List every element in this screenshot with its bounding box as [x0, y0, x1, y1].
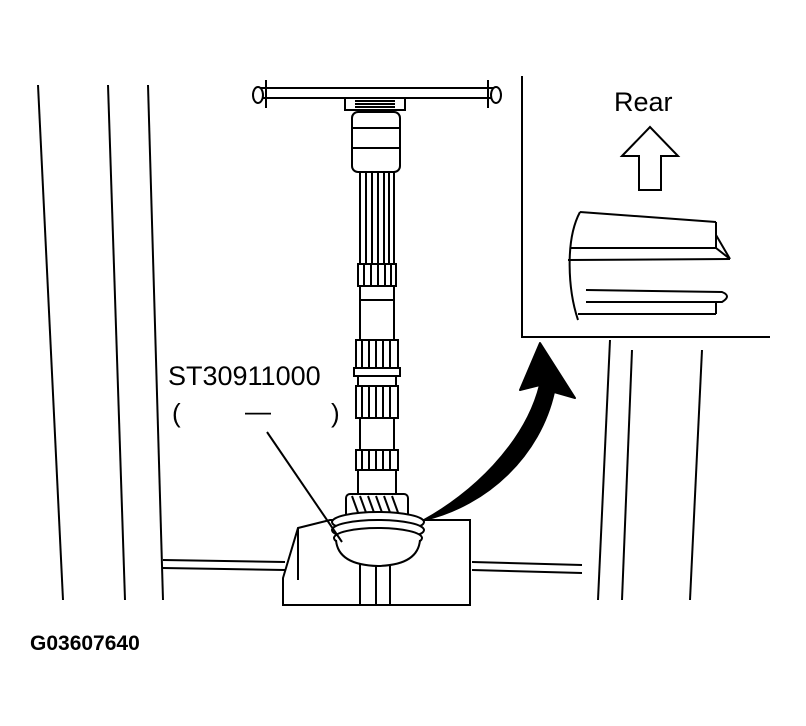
tool-dash: — — [245, 396, 271, 426]
tool-leader-line — [266, 431, 343, 543]
rear-direction-label: Rear — [614, 87, 673, 117]
stand-frame — [37, 84, 703, 601]
gear-assembly — [331, 493, 425, 568]
curved-arrow-icon — [423, 342, 576, 521]
press-handle — [252, 80, 502, 111]
up-arrow-icon — [619, 125, 681, 191]
inset-bearing-detail — [567, 211, 731, 321]
inset-detail-box — [521, 76, 770, 338]
tool-open-paren: ( — [172, 398, 181, 428]
tool-close-paren: ) — [331, 398, 340, 428]
figure-id-label: G03607640 — [30, 632, 140, 655]
tool-number-label: ST30911000 — [168, 361, 321, 391]
main-shaft — [351, 111, 401, 495]
